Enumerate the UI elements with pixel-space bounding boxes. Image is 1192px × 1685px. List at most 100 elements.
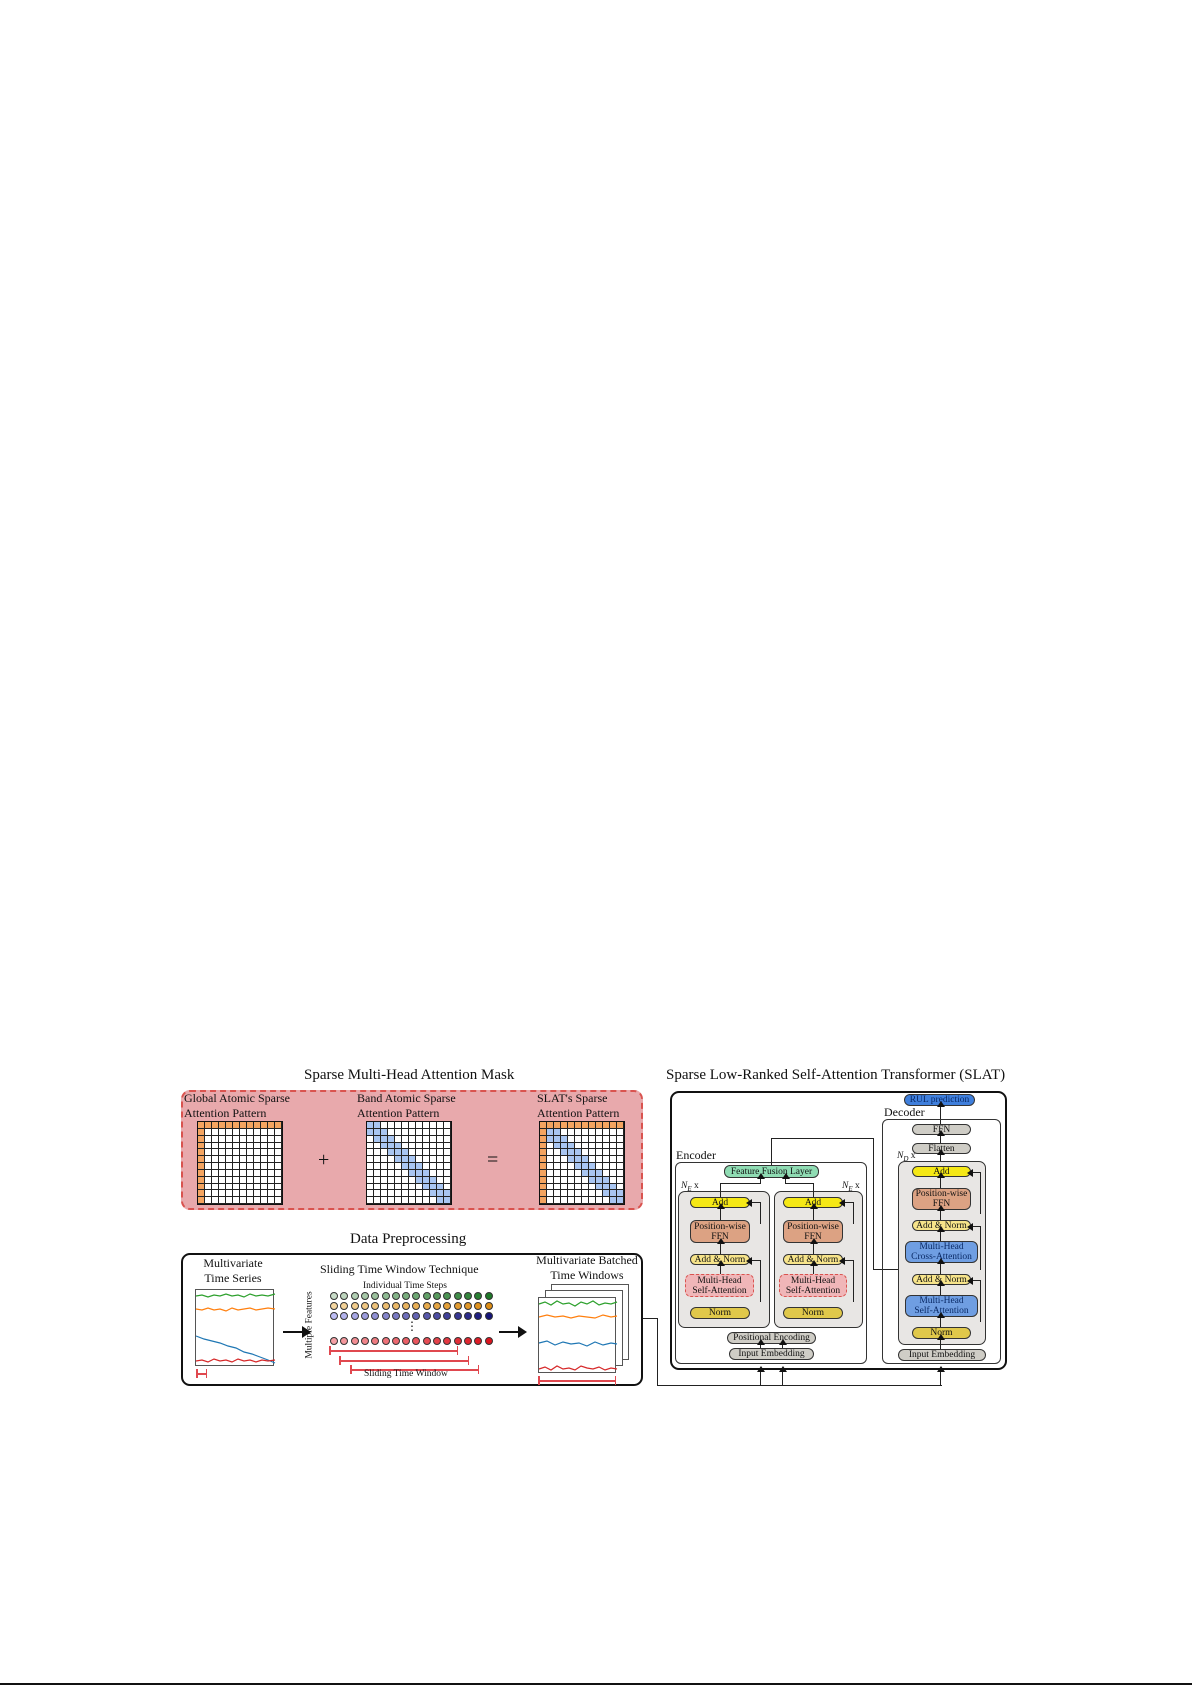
time-step-dot [340,1292,349,1300]
arrow-up-icon [936,1334,946,1349]
arrow-left-icon [967,1222,981,1232]
grid-cell [240,1169,247,1177]
arrow-up-icon [778,1366,788,1385]
grid-cell [254,1163,261,1170]
grid-cell [575,1156,582,1163]
time-step-dot [360,1302,369,1310]
grid-cell [233,1163,240,1170]
grid-cell [247,1128,254,1136]
grid-cell [617,1176,624,1184]
arrow-to-batched [499,1326,527,1338]
grid-cell [402,1183,409,1191]
grid-cell [582,1135,589,1143]
grid-cell [395,1169,402,1177]
grid-cell [610,1149,617,1157]
arrow-up-icon [756,1173,766,1184]
grid-cell [423,1135,430,1143]
arrow-up-icon [936,1366,946,1385]
grid-cell [589,1190,596,1198]
residual-line [760,1260,762,1302]
grid-cell [261,1169,268,1177]
grid-cell [575,1169,582,1177]
grid-cell [226,1122,233,1129]
grid-cell [603,1183,610,1191]
grid-cell [554,1176,561,1184]
grid-cell [226,1156,233,1163]
grid-cell [402,1169,409,1177]
grid-cell [430,1135,437,1143]
mask-section-title: Sparse Multi-Head Attention Mask [304,1067,515,1083]
grid-cell [575,1122,582,1129]
grid-cell [240,1156,247,1163]
grid-cell [423,1149,430,1157]
grid-cell [430,1176,437,1184]
grid-cell [268,1183,275,1191]
grid-cell [409,1169,416,1177]
grid-cell [367,1163,374,1170]
grid-cell [205,1156,212,1163]
grid-cell [219,1149,226,1157]
grid-cell [437,1183,444,1191]
grid-cell [603,1169,610,1177]
grid-cell [547,1135,554,1143]
grid-cell [416,1128,423,1136]
grid-cell [275,1197,282,1204]
grid-cell [374,1122,381,1129]
arrow-left-icon [967,1168,981,1178]
grid-cell [561,1128,568,1136]
grid-cell [596,1122,603,1129]
grid-cell [395,1135,402,1143]
grid-cell [610,1183,617,1191]
residual-line [980,1280,982,1322]
grid-cell [610,1128,617,1136]
grid-cell [610,1176,617,1184]
grid-cell [219,1176,226,1184]
grid-cell [247,1122,254,1129]
grid-cell [212,1142,219,1150]
grid-cell [561,1163,568,1170]
grid-cell [240,1142,247,1150]
grid-cell [247,1190,254,1198]
grid-cell [430,1156,437,1163]
grid-cell [261,1128,268,1136]
grid-cell [268,1149,275,1157]
grid-cell [409,1190,416,1198]
time-step-dot [433,1302,441,1310]
grid-cell [233,1190,240,1198]
grid-cell [261,1183,268,1191]
grid-cell [444,1142,451,1150]
time-step-dot [463,1312,472,1320]
grid-cell [367,1128,374,1136]
grid-cell [275,1142,282,1150]
grid-cell [367,1142,374,1150]
grid-cell [430,1149,437,1157]
grid-cell [374,1190,381,1198]
grid-cell [247,1163,254,1170]
grid-cell [561,1190,568,1198]
decoder-input-embedding: Input Embedding [898,1349,986,1361]
grid-cell [416,1156,423,1163]
grid-cell [430,1183,437,1191]
grid-cell [423,1156,430,1163]
time-step-dot [453,1337,462,1345]
grid-cell [388,1135,395,1143]
grid-cell [261,1197,268,1204]
grid-cell [596,1149,603,1157]
time-step-dot [453,1292,462,1300]
time-step-dot [433,1292,441,1300]
grid-cell [416,1176,423,1184]
grid-cell [617,1122,624,1129]
grid-cell [575,1163,582,1170]
grid-cell [219,1183,226,1191]
grid-cell [381,1142,388,1150]
grid-cell [540,1197,547,1204]
grid-cell [226,1142,233,1150]
grid-cell [610,1135,617,1143]
grid-cell [381,1176,388,1184]
grid-cell [617,1169,624,1177]
grid-cell [219,1197,226,1204]
grid-cell [367,1156,374,1163]
grid-cell [268,1122,275,1129]
grid-cell [240,1183,247,1191]
